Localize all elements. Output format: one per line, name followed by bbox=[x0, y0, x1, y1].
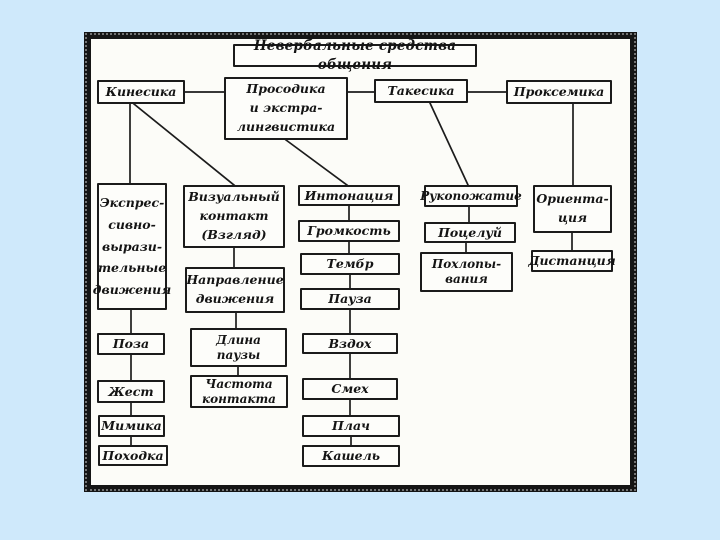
node-pohodka: Походка bbox=[98, 445, 168, 466]
node-dlina-pauzy: Длина паузы bbox=[190, 328, 287, 367]
node-expressive-movements: Экспрес- сивно- вырази- тельные движения bbox=[93, 183, 171, 310]
node-gromkost: Громкость bbox=[298, 220, 400, 242]
node-orientacia: Ориента- ция bbox=[533, 185, 612, 233]
node-intonacia: Интонация bbox=[298, 185, 400, 206]
node-pohlopyvania: Похлопы- вания bbox=[420, 252, 513, 292]
node-pauza: Пауза bbox=[300, 288, 400, 310]
node-proksemika: Проксемика bbox=[506, 80, 612, 104]
node-zhest: Жест bbox=[97, 380, 165, 403]
node-poceluy: Поцелуй bbox=[424, 222, 516, 243]
node-mimika: Мимика bbox=[98, 415, 165, 437]
node-smeh: Смех bbox=[302, 378, 398, 400]
node-visual-contact: Визуальный контакт (Взгляд) bbox=[183, 185, 285, 248]
node-poza: Поза bbox=[97, 333, 165, 355]
node-chastota-kontakta: Частота контакта bbox=[190, 375, 288, 408]
node-prosodika: Просодика и экстра- лингвистика bbox=[224, 77, 348, 140]
node-title: Невербальные средства общения bbox=[233, 38, 477, 73]
node-distancia: Дистанция bbox=[528, 250, 616, 272]
node-napravlenie-dvizhenia: Направление движения bbox=[185, 267, 285, 313]
node-takesika: Такесика bbox=[374, 79, 468, 103]
node-rukopozhatie: Рукопожатие bbox=[420, 185, 522, 207]
node-kinesika: Кинесика bbox=[97, 80, 185, 104]
node-vzdoh: Вздох bbox=[302, 333, 398, 354]
node-tembr: Тембр bbox=[300, 253, 400, 275]
node-kashel: Кашель bbox=[302, 445, 400, 467]
node-plach: Плач bbox=[302, 415, 400, 437]
